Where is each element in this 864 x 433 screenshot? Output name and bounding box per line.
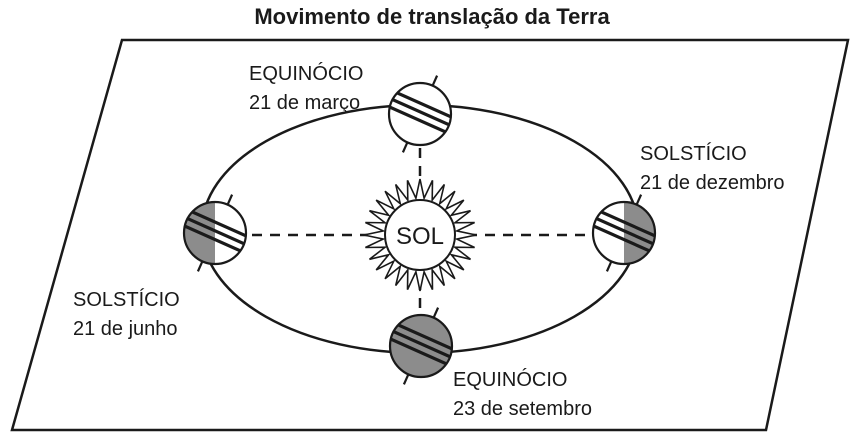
diagram-title: Movimento de translação da Terra (254, 4, 610, 29)
label-december: SOLSTÍCIO 21 de dezembro (640, 140, 785, 198)
earth-outline (591, 200, 657, 266)
earth-march (387, 75, 453, 153)
date-label: 21 de março (249, 92, 361, 114)
axis-north-tick (432, 307, 440, 319)
label-march: EQUINÓCIO 21 de março (249, 60, 363, 118)
axis-south-tick (401, 141, 409, 153)
sun-label: SOL (396, 223, 444, 250)
earth-night-side (390, 315, 452, 377)
event-label: EQUINÓCIO (453, 369, 568, 391)
event-label: EQUINÓCIO (249, 63, 364, 85)
earth-outline (182, 200, 248, 266)
axis-north-tick (635, 194, 643, 206)
date-label: 21 de junho (73, 318, 178, 340)
earth-december (591, 194, 657, 272)
earth-positions (182, 75, 657, 385)
axis-south-tick (402, 373, 410, 385)
latitude-bands (184, 206, 246, 257)
latitude-bands (390, 319, 452, 370)
earth-disc (389, 83, 451, 145)
earth-outline (387, 81, 453, 147)
axis-north-tick (431, 75, 439, 87)
latitude-bands (389, 87, 451, 138)
sun-disc (384, 199, 456, 271)
label-september: EQUINÓCIO 23 de setembro (453, 366, 592, 424)
date-label: 23 de setembro (453, 398, 592, 420)
label-june: SOLSTÍCIO 21 de junho (73, 286, 180, 344)
event-label: SOLSTÍCIO (640, 143, 747, 165)
axis-south-tick (605, 260, 613, 272)
orbital-plane (10, 38, 850, 432)
date-label: 21 de dezembro (640, 172, 785, 194)
earth-june (182, 194, 248, 272)
axis-south-tick (196, 260, 204, 272)
latitude-bands (593, 206, 655, 257)
axis-north-tick (226, 194, 234, 206)
earth-september (388, 307, 454, 385)
event-label: SOLSTÍCIO (73, 289, 180, 311)
sun: SOL (363, 178, 477, 292)
earth-outline (388, 313, 454, 379)
